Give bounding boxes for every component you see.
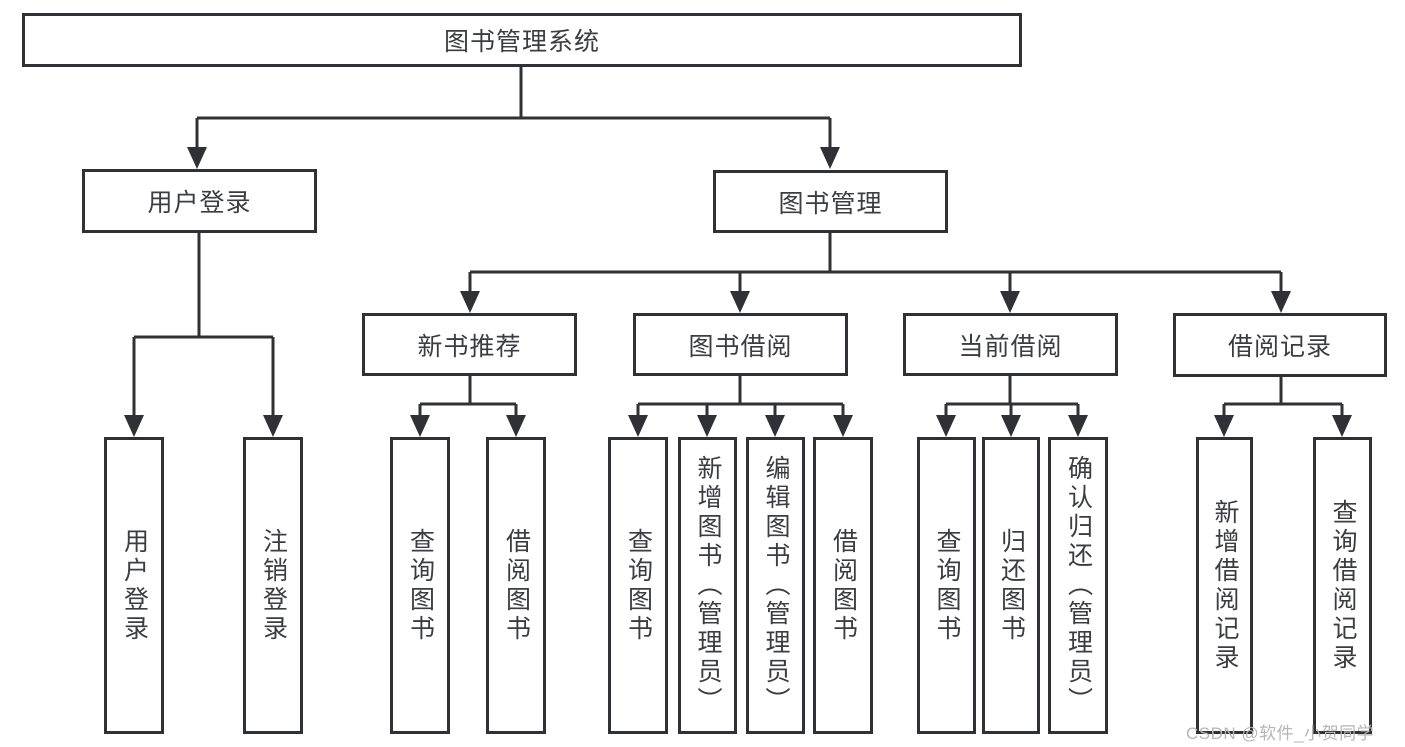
csdn-watermark: CSDN @软件_小贺同学 [1186, 724, 1375, 743]
leaf-user-login: 用户登录 [104, 437, 164, 734]
node-book-management: 图书管理 [713, 170, 948, 233]
leaf-query-book-recommend: 查询图书 [390, 437, 450, 734]
leaf-borrow-book-label: 借阅图书 [829, 527, 858, 644]
leaf-query-book-recommend-label: 查询图书 [406, 527, 435, 644]
node-new-book-recommend-label: 新书推荐 [417, 332, 522, 361]
leaf-borrow-book-recommend: 借阅图书 [486, 437, 546, 734]
connector-segments [132, 67, 1344, 420]
leaf-query-borrow-record: 查询借阅记录 [1313, 437, 1372, 734]
leaf-query-borrow-record-label: 查询借阅记录 [1329, 498, 1357, 673]
node-book-borrow-label: 图书借阅 [688, 332, 793, 361]
node-new-book-recommend: 新书推荐 [362, 313, 577, 376]
leaf-confirm-return-admin-label: 确认归还（管理员） [1064, 455, 1093, 716]
node-book-borrow: 图书借阅 [633, 313, 848, 376]
leaf-add-book-admin-label: 新增图书（管理员） [694, 455, 722, 716]
node-user-login: 用户登录 [82, 169, 317, 233]
leaf-edit-book-admin: 编辑图书（管理员） [746, 437, 805, 734]
arrowhead-icon [124, 147, 1352, 437]
leaf-edit-book-admin-label: 编辑图书（管理员） [762, 455, 790, 716]
leaf-confirm-return-admin: 确认归还（管理员） [1048, 437, 1108, 734]
leaf-borrow-book-recommend-label: 借阅图书 [502, 527, 531, 644]
leaf-user-login-label: 用户登录 [120, 527, 149, 644]
leaf-return-book: 归还图书 [982, 437, 1040, 734]
leaf-query-book-current-label: 查询图书 [933, 527, 961, 644]
leaf-query-book-borrow: 查询图书 [608, 437, 668, 734]
node-borrow-records: 借阅记录 [1173, 313, 1387, 377]
leaf-query-book-current: 查询图书 [917, 437, 976, 734]
node-borrow-records-label: 借阅记录 [1227, 333, 1332, 361]
leaf-borrow-book: 借阅图书 [813, 437, 873, 734]
leaf-return-book-label: 归还图书 [997, 527, 1026, 644]
leaf-query-book-borrow-label: 查询图书 [624, 527, 653, 644]
node-current-borrow: 当前借阅 [903, 313, 1118, 376]
leaf-add-borrow-record-label: 新增借阅记录 [1211, 498, 1239, 673]
leaf-logout: 注销登录 [243, 437, 303, 734]
node-root-system-label: 图书管理系统 [443, 28, 600, 56]
leaf-add-borrow-record: 新增借阅记录 [1196, 437, 1253, 734]
node-user-login-label: 用户登录 [147, 189, 252, 217]
node-current-borrow-label: 当前借阅 [958, 332, 1063, 361]
node-book-management-label: 图书管理 [778, 189, 883, 218]
node-root-system: 图书管理系统 [22, 13, 1022, 67]
leaf-logout-label: 注销登录 [259, 527, 288, 644]
leaf-add-book-admin: 新增图书（管理员） [678, 437, 737, 734]
